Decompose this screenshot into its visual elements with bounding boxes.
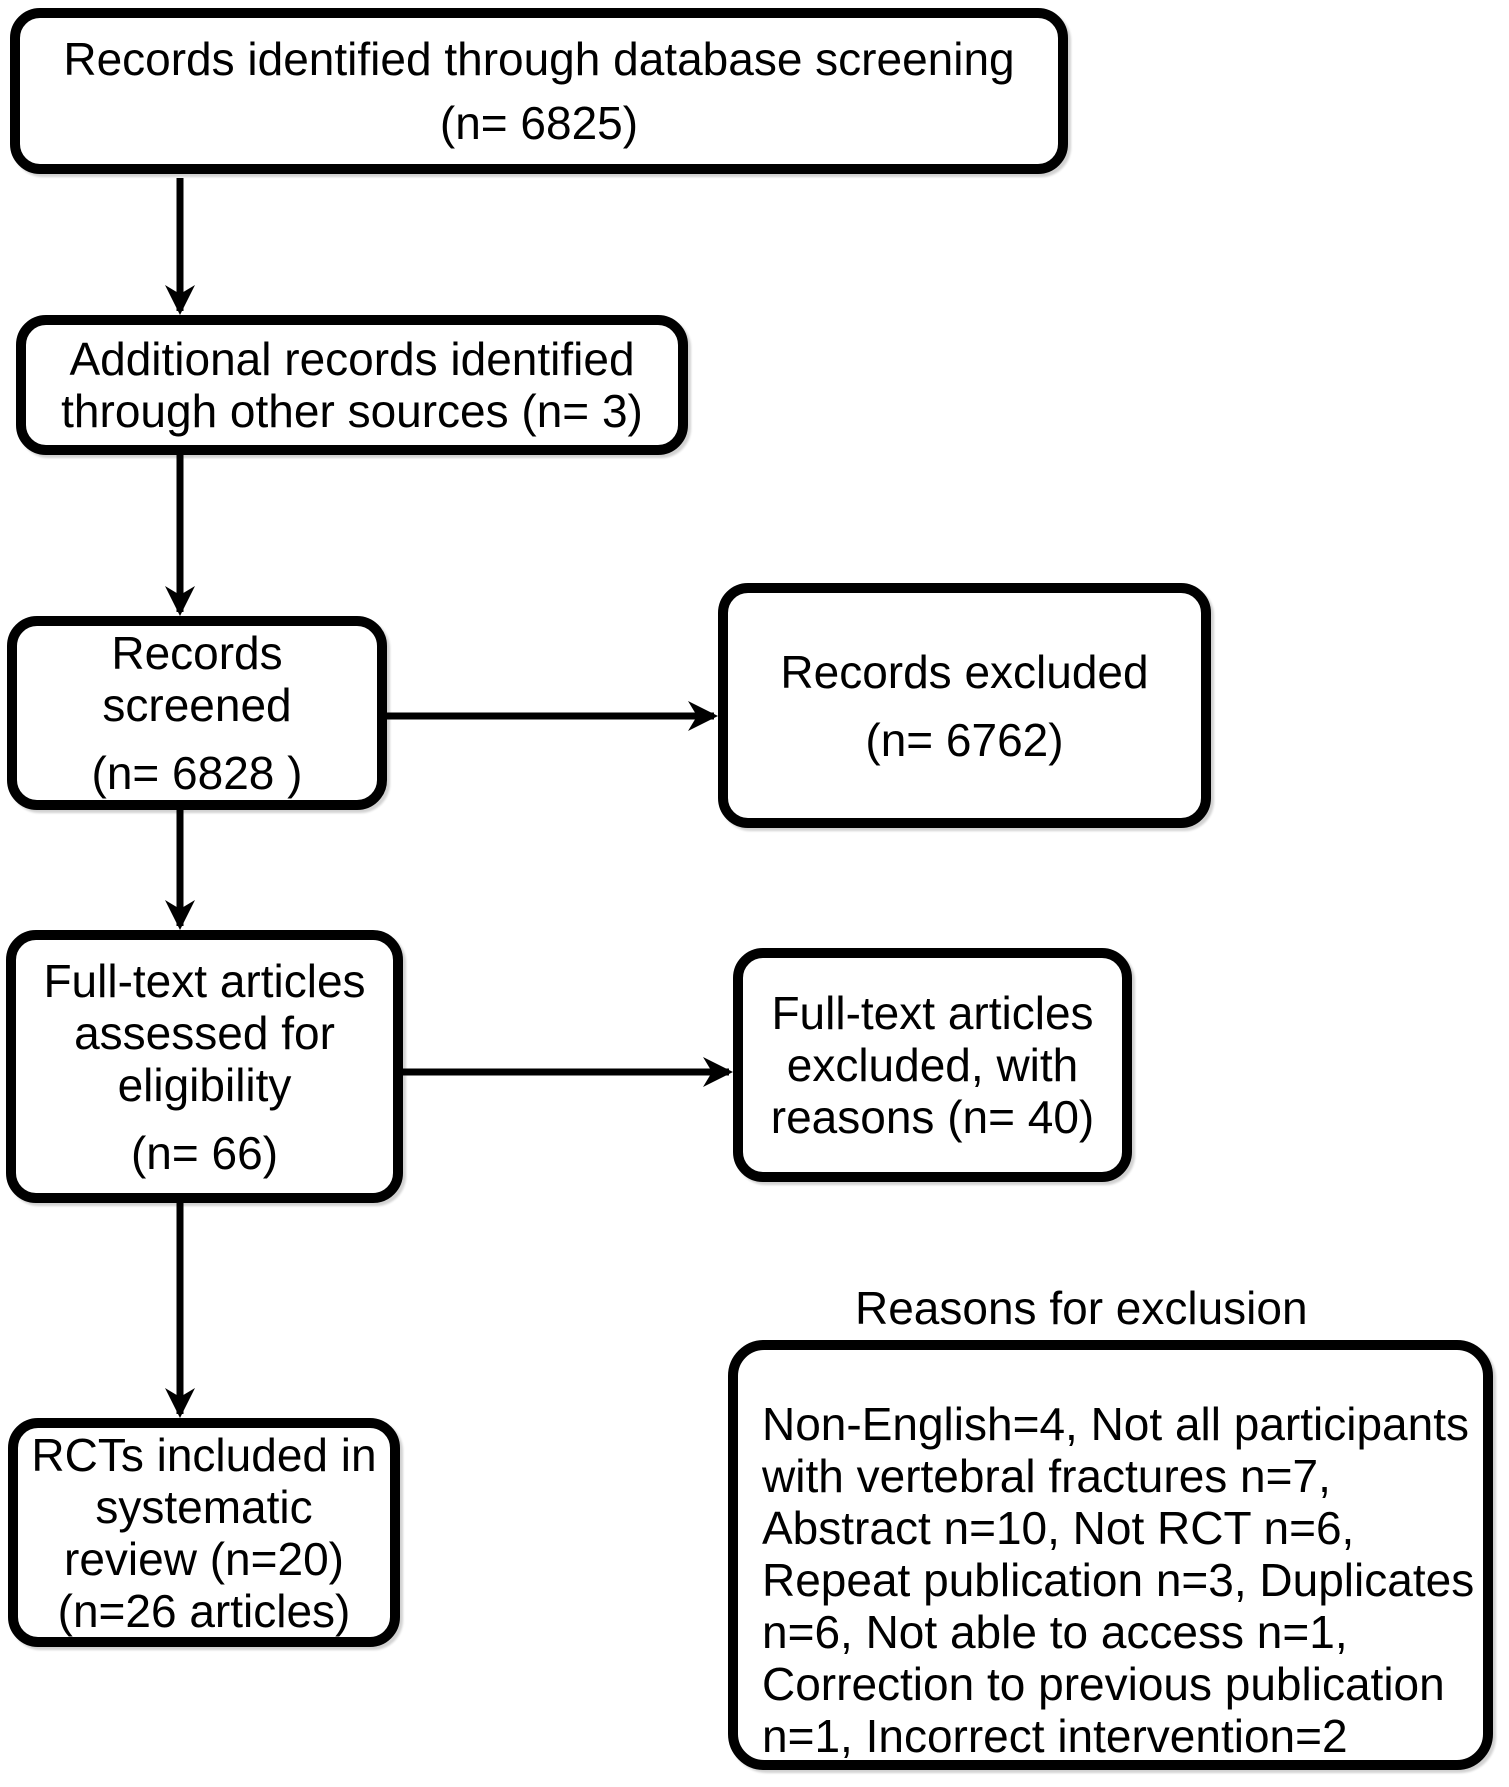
- box-label: Additional records identified: [69, 333, 635, 385]
- box-label: Records excluded: [780, 645, 1149, 698]
- box-records-identified: Records identified through database scre…: [10, 8, 1068, 174]
- box-label: Full-text articles: [771, 987, 1094, 1039]
- box-label: through other sources (n= 3): [61, 385, 643, 437]
- reason-line: Abstract n=10, Not RCT n=6,: [762, 1502, 1355, 1554]
- reason-line: Non-English=4, Not all participants: [762, 1398, 1469, 1450]
- box-label: Records: [111, 627, 283, 679]
- reason-line: n=1, Incorrect intervention=2: [762, 1710, 1348, 1762]
- box-label: screened: [102, 679, 292, 731]
- box-label: reasons (n= 40): [770, 1091, 1095, 1143]
- box-records-screened: Records screened (n= 6828 ): [7, 616, 387, 810]
- reason-line: n=6, Not able to access n=1,: [762, 1606, 1348, 1658]
- box-count: (n= 6825): [439, 97, 639, 149]
- reason-line: Correction to previous publication: [762, 1658, 1445, 1710]
- box-label: RCTs included in: [31, 1428, 377, 1481]
- box-additional-records: Additional records identified through ot…: [16, 315, 688, 455]
- reasons-for-exclusion-heading: Reasons for exclusion: [855, 1282, 1308, 1334]
- box-count: (n= 6828 ): [91, 747, 303, 799]
- reason-line: Repeat publication n=3, Duplicates: [762, 1554, 1475, 1606]
- box-label: systematic: [95, 1480, 313, 1533]
- box-fulltext-assessed: Full-text articles assessed for eligibil…: [6, 930, 403, 1203]
- box-reasons-for-exclusion: Non-English=4, Not all participants with…: [728, 1340, 1493, 1770]
- box-rcts-included: RCTs included in systematic review (n=20…: [8, 1418, 400, 1647]
- box-label: Full-text articles: [43, 954, 366, 1007]
- box-label: excluded, with: [786, 1039, 1079, 1091]
- reason-line: with vertebral fractures n=7,: [762, 1450, 1331, 1502]
- box-count: (n= 66): [130, 1126, 279, 1179]
- box-label: review (n=20): [64, 1532, 344, 1585]
- box-count: (n= 6762): [865, 713, 1064, 766]
- box-fulltext-excluded: Full-text articles excluded, with reason…: [733, 948, 1132, 1182]
- box-label: assessed for: [74, 1006, 335, 1059]
- box-label: eligibility: [117, 1058, 292, 1111]
- box-records-excluded: Records excluded (n= 6762): [718, 583, 1211, 828]
- box-label: Records identified through database scre…: [63, 33, 1015, 85]
- box-count: (n=26 articles): [57, 1584, 351, 1637]
